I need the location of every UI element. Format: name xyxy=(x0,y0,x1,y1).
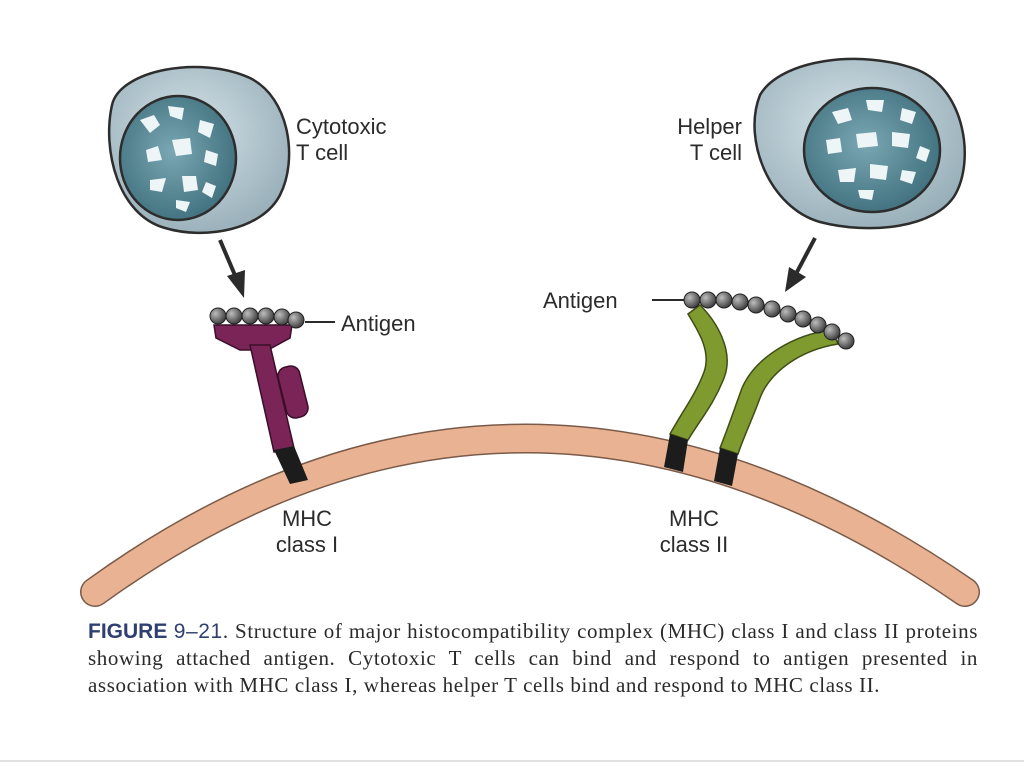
mhc-class-2-molecule xyxy=(664,304,840,486)
figure-prefix: FIGURE xyxy=(88,620,168,643)
figure-caption: FIGURE 9–21. Structure of major histocom… xyxy=(88,618,978,699)
antigen-right xyxy=(652,291,855,350)
cytotoxic-nucleus xyxy=(118,94,238,222)
plasma-membrane xyxy=(80,423,980,607)
mhc-class-1-label: MHC class I xyxy=(275,506,339,557)
helper-nucleus xyxy=(802,86,942,214)
caption-text: . Structure of major histocompatibility … xyxy=(88,619,978,697)
mhc-class-1-molecule xyxy=(213,324,309,484)
cytotoxic-t-cell xyxy=(107,65,291,235)
antigen-label-left: Antigen xyxy=(341,311,416,336)
helper-t-cell-label: Helper T cell xyxy=(677,114,742,165)
figure-number: 9–21 xyxy=(173,620,223,643)
page-bottom-rule xyxy=(0,760,1024,762)
arrow-helper-to-mhc2 xyxy=(785,237,817,292)
helper-t-cell xyxy=(753,57,966,230)
mhc-class-2-label: MHC class II xyxy=(659,506,729,557)
cytotoxic-t-cell-label: Cytotoxic T cell xyxy=(296,114,387,165)
arrow-cytotoxic-to-mhc1 xyxy=(218,239,245,298)
antigen-label-right: Antigen xyxy=(543,288,618,313)
antigen-left xyxy=(209,307,335,329)
